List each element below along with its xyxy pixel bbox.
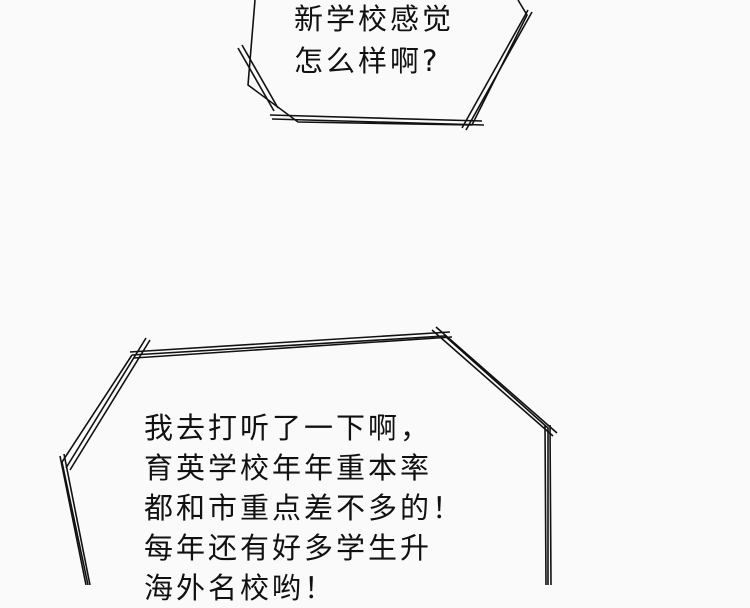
text-line: 育英学校年年重本率	[144, 451, 433, 485]
text-line: 新学校感觉	[294, 2, 455, 36]
text-line: 每年还有好多学生升	[144, 531, 433, 565]
text-line: 海外名校哟！	[144, 571, 337, 605]
bubble-top-outline	[247, 0, 528, 126]
text-line: 都和市重点差不多的！	[144, 491, 465, 525]
bubble-bottom-text: 我去打听了一下啊， 育英学校年年重本率 都和市重点差不多的！ 每年还有好多学生升…	[144, 408, 464, 608]
text-line: 我去打听了一下啊，	[144, 411, 433, 445]
text-line: 怎么样啊?	[294, 44, 441, 78]
speech-bubble-outlines	[59, 0, 558, 585]
bubble-top-text: 新学校感觉 怎么样啊?	[294, 0, 454, 82]
